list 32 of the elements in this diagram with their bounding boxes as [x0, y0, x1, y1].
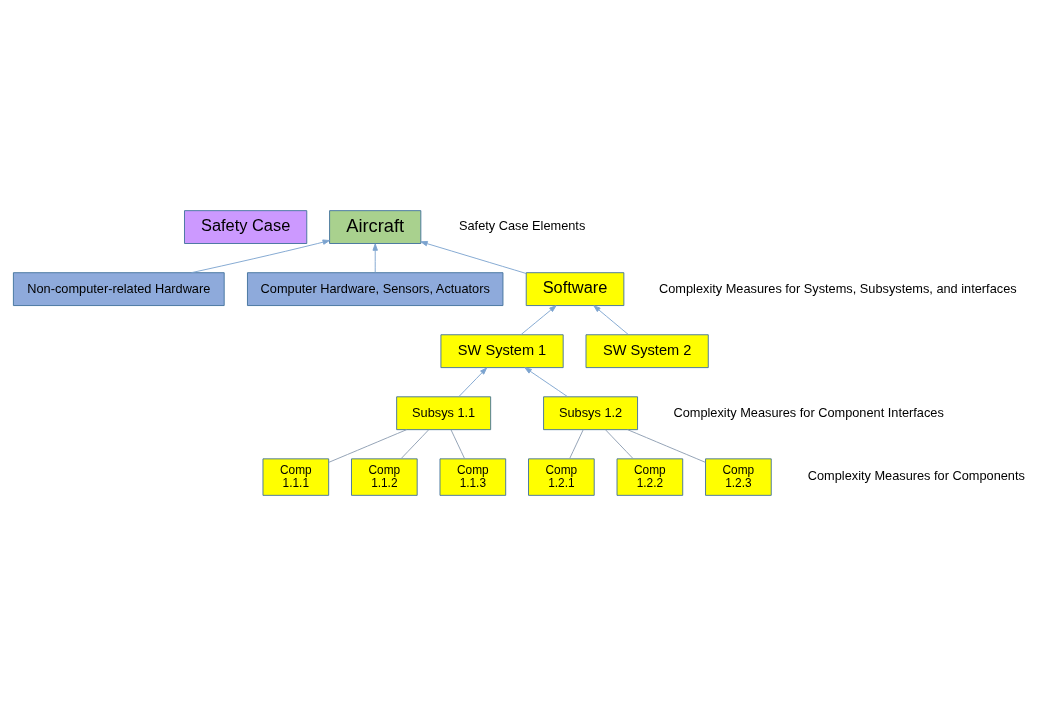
- node-box: Comp 1.1.3: [439, 458, 507, 496]
- node-box: Subsys 1.1: [396, 396, 492, 431]
- node-box: Safety Case: [184, 210, 308, 244]
- node-box: Comp 1.1.1: [262, 458, 330, 496]
- connector: [450, 429, 465, 460]
- node-box: Aircraft: [329, 210, 422, 244]
- node-box: Computer Hardware, Sensors, Actuators: [247, 272, 504, 306]
- label: Safety Case Elements: [458, 218, 586, 234]
- node-box: SW System 2: [585, 334, 709, 369]
- label: Complexity Measures for Component Interfaces: [673, 404, 944, 420]
- arrow: [593, 305, 629, 335]
- arrow: [420, 241, 527, 274]
- connector: [627, 429, 706, 463]
- connector: [569, 429, 584, 460]
- node-box: Software: [525, 272, 625, 306]
- label: Complexity Measures for Systems, Subsystems, and interfaces: [659, 280, 1017, 296]
- node-box: Comp 1.2.2: [616, 458, 684, 496]
- arrow: [191, 239, 330, 274]
- node-box: Comp 1.2.3: [705, 458, 772, 496]
- connector: [400, 429, 430, 460]
- node-box: Subsys 1.2: [543, 396, 638, 431]
- label: Complexity Measures for Components: [807, 468, 1025, 484]
- node-box: Comp 1.1.2: [351, 458, 418, 496]
- connector: [605, 429, 634, 460]
- node-box: SW System 1: [440, 334, 564, 369]
- arrow: [520, 305, 557, 335]
- node-box: Non-computer-related Hardware: [12, 272, 225, 306]
- arrow: [372, 243, 378, 273]
- node-box: Comp 1.2.1: [528, 458, 595, 496]
- arrow: [524, 367, 568, 398]
- connector: [328, 429, 408, 463]
- arrow: [458, 367, 488, 397]
